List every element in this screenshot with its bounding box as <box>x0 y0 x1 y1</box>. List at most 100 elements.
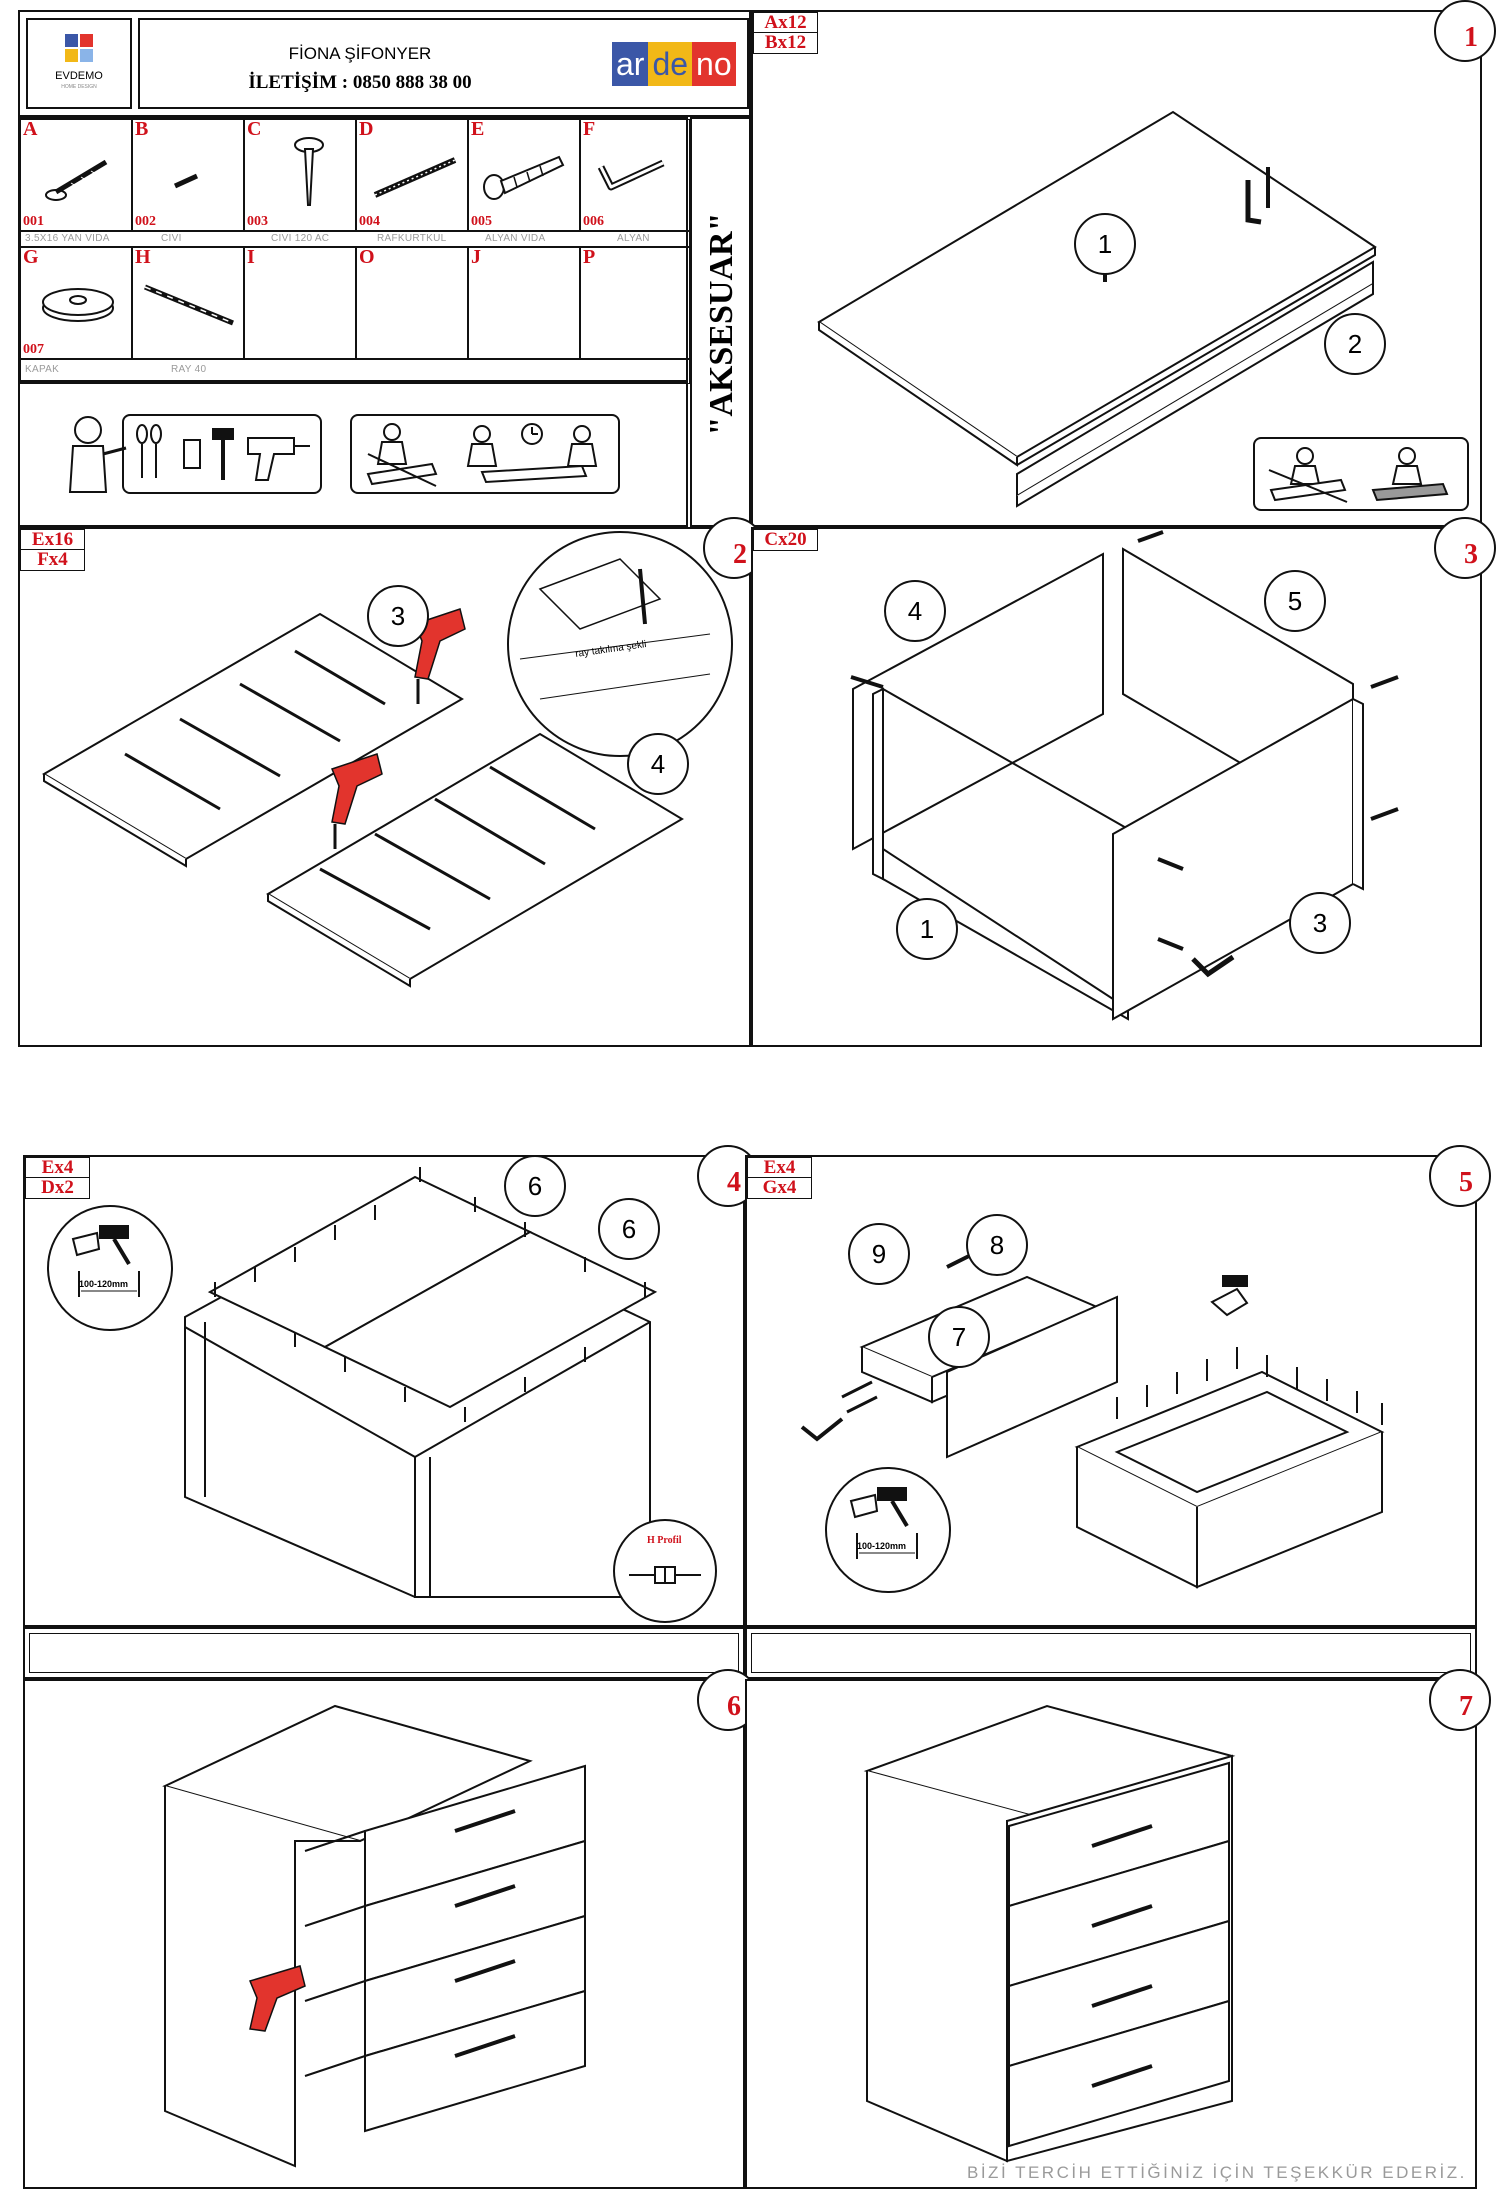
screw-icon <box>45 159 108 201</box>
step-7-panel: 7 BİZİ TERCİH ETTİĞİNİZ İÇİN TEŞEKKÜR ED… <box>745 1669 1491 2189</box>
callout-label: 4 <box>651 749 665 779</box>
cap-icon <box>42 288 114 322</box>
part-cell-c: C 003 <box>244 118 356 231</box>
step-2-illustration <box>42 531 733 988</box>
separator-strip-left <box>23 1627 745 1679</box>
long-screw-icon <box>373 157 457 198</box>
part-cell-i: I <box>244 246 356 359</box>
part-cell-h: H <box>132 246 244 359</box>
part-letter: H <box>135 246 151 268</box>
part-desc: RAY 40 <box>171 364 207 375</box>
step-3-panel: Cx20 3 4 5 1 3 <box>751 517 1496 1047</box>
step-5-tag-1: Ex4 <box>747 1157 812 1179</box>
part-desc: ALYAN VIDA <box>485 233 546 244</box>
nail-icon <box>856 1533 918 1559</box>
allen-key-icon <box>597 159 665 191</box>
hammer-icon <box>71 1225 131 1266</box>
part-code: 004 <box>359 214 380 229</box>
logo-part-no: no <box>692 42 736 86</box>
two-persons-carry-icon <box>466 423 598 484</box>
step-3-number: 3 <box>1434 517 1496 579</box>
part-desc: CIVI 120 AC <box>271 233 330 244</box>
callout-2: 2 <box>1324 313 1386 375</box>
accessory-title: "AKSESUAR" <box>703 212 740 436</box>
instruction-pictograms <box>18 382 688 527</box>
part-code: 006 <box>583 214 604 229</box>
callout-8: 8 <box>966 1214 1028 1276</box>
two-person-panel <box>350 414 620 494</box>
step-number-label: 3 <box>1464 539 1478 570</box>
step-6-illustration <box>162 1704 586 2168</box>
step-6-panel: 6 <box>23 1669 759 2189</box>
part-desc: CIVI <box>161 233 182 244</box>
thank-you-message: BİZİ TERCİH ETTİĞİNİZ İÇİN TEŞEKKÜR EDER… <box>967 2163 1467 2182</box>
part-desc: 3.5X16 YAN VIDA <box>25 233 110 244</box>
person-correct-icon <box>1371 447 1449 502</box>
part-cell-e: E 005 <box>468 118 580 231</box>
product-info-box: FİONA ŞİFONYER İLETİŞİM : 0850 888 38 00… <box>138 18 749 109</box>
step-number-label: 5 <box>1459 1167 1473 1198</box>
nail-spacing-label: 100-120mm <box>79 1279 129 1289</box>
step-2-tag-2: Fx4 <box>20 549 85 571</box>
step-2-panel: Ex16 Fx4 2 ray takılma şekli 3 <box>18 517 765 1047</box>
callout-3: 3 <box>1289 892 1351 954</box>
nail-large-icon <box>294 137 324 206</box>
callout-label: 6 <box>622 1214 636 1244</box>
step-1-number: 1 <box>1434 0 1496 62</box>
part-letter: B <box>135 118 149 140</box>
nail-spacing-detail: 100-120mm <box>825 1467 951 1593</box>
h-profile-label: H Profil <box>647 1535 682 1546</box>
nail-spacing-label: 100-120mm <box>857 1541 907 1551</box>
person-wrong-icon <box>1268 447 1348 503</box>
step-number-label: 2 <box>733 539 747 570</box>
callout-label: 3 <box>1313 908 1327 938</box>
ardeno-logo: ar de no <box>612 42 736 86</box>
part-code: 005 <box>471 214 492 229</box>
step-number-label: 6 <box>727 1691 741 1722</box>
part-letter: I <box>247 246 255 268</box>
allen-bolt-icon <box>483 155 565 200</box>
separator-inner <box>751 1633 1471 1673</box>
part-cell-p: P <box>580 246 690 359</box>
nail-spacing-detail: 100-120mm <box>47 1205 173 1331</box>
callout-label: 7 <box>952 1322 966 1352</box>
step-4-tag-2: Dx2 <box>25 1177 90 1199</box>
step-1-panel: Ax12 Bx12 1 1 2 <box>751 0 1496 527</box>
part-letter: O <box>359 246 375 268</box>
step-5-number: 5 <box>1429 1145 1491 1207</box>
part-letter: E <box>471 118 485 140</box>
step-1-tag-2: Bx12 <box>753 32 818 54</box>
part-desc-row-top: 3.5X16 YAN VIDA CIVI CIVI 120 AC RAFKURT… <box>20 231 690 247</box>
part-cell-o: O <box>356 246 468 359</box>
part-cell-d: D 004 <box>356 118 468 231</box>
contact-info: İLETİŞİM : 0850 888 38 00 <box>248 72 472 93</box>
callout-label: 1 <box>920 914 934 944</box>
callout-1: 1 <box>1074 213 1136 275</box>
hammer-icon <box>849 1487 909 1528</box>
handling-warning-panel <box>1253 437 1469 511</box>
tools-panel <box>122 414 322 494</box>
step-7-number: 7 <box>1429 1669 1491 1731</box>
callout-9: 9 <box>848 1223 910 1285</box>
part-letter: G <box>23 246 39 268</box>
callout-label: 9 <box>872 1239 886 1269</box>
step-1-tag-1: Ax12 <box>753 12 818 34</box>
callout-4: 4 <box>884 580 946 642</box>
step-7-illustration <box>863 1704 1236 2163</box>
callout-5: 5 <box>1264 570 1326 632</box>
part-desc-row-bottom: KAPAK RAY 40 <box>20 359 690 384</box>
separator-inner <box>29 1633 739 1673</box>
part-letter: P <box>583 246 596 268</box>
h-profile-icon <box>629 1566 701 1584</box>
part-desc: KAPAK <box>25 364 60 375</box>
part-code: 001 <box>23 214 44 229</box>
part-code: 002 <box>135 214 156 229</box>
product-name: FİONA ŞİFONYER <box>288 44 432 63</box>
step-5-tag-2: Gx4 <box>747 1177 812 1199</box>
part-cell-j: J <box>468 246 580 359</box>
part-letter: J <box>471 246 481 268</box>
separator-strip-right <box>745 1627 1477 1679</box>
step-4-illustration <box>184 1167 658 1598</box>
step-3-illustration <box>850 530 1399 1021</box>
part-letter: C <box>247 118 262 140</box>
